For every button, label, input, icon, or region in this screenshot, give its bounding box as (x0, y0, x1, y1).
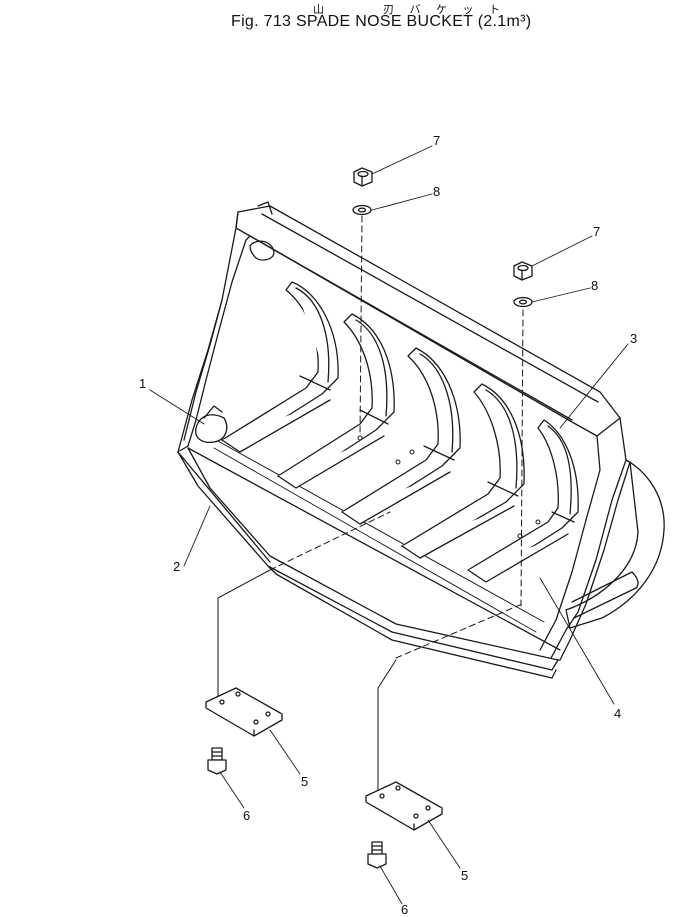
leader-paths (217, 569, 397, 793)
callout-8a: 8 (433, 184, 440, 199)
wear-plate-right (365, 781, 443, 831)
callout-5a: 5 (301, 774, 308, 789)
title-furigana-yama: 山 (313, 3, 330, 16)
leader-4 (539, 577, 615, 705)
callout-4: 4 (614, 706, 621, 721)
leader-path-plate-left (217, 569, 271, 701)
wear-plate-left (205, 687, 283, 737)
callout-5b: 5 (461, 868, 468, 883)
leader-6b (379, 865, 403, 905)
leader-5b (427, 819, 461, 869)
leader-8b (531, 287, 591, 303)
figure-title-block: 山 刃 バ ケ ッ ト Fig. 713 SPADE NOSE BUCKET (… (0, 0, 691, 40)
leader-7b (531, 235, 593, 267)
nut-right (513, 261, 533, 281)
tooth-adapters (221, 281, 579, 583)
washer-left (352, 204, 372, 216)
bucket-left-mounting-eye (249, 240, 275, 261)
callout-7a: 7 (433, 133, 440, 148)
callout-2: 2 (173, 559, 180, 574)
corner-protector (195, 405, 228, 444)
callout-1: 1 (139, 376, 146, 391)
tooth-adapter-1 (221, 281, 339, 453)
leader-7a (371, 145, 433, 175)
assembly-line-plate-right (395, 603, 523, 659)
leader-path-plate-right (377, 659, 397, 793)
leader-8a (371, 193, 433, 211)
washer-right (513, 296, 533, 308)
callout-3: 3 (630, 331, 637, 346)
assembly-line-plate-left (269, 511, 391, 571)
figure-title: Fig. 713 SPADE NOSE BUCKET (2.1m³) (231, 13, 532, 30)
callout-numbers: 1 2 3 4 5 5 6 6 7 7 8 8 (139, 133, 637, 917)
assembly-lines (269, 215, 524, 659)
callout-6b: 6 (401, 902, 408, 917)
leader-5a (269, 729, 301, 775)
bolt-holes (357, 435, 541, 539)
tooth-adapter-4 (401, 383, 525, 559)
bolt-left (207, 747, 227, 775)
tooth-adapter-2 (277, 313, 395, 489)
leader-6a (219, 771, 245, 809)
bucket-body (177, 201, 665, 679)
bucket-bottom-plate (177, 447, 559, 671)
title-furigana-habaketto: 刃 バ ケ ッ ト (383, 3, 506, 16)
callout-8b: 8 (591, 278, 598, 293)
bucket-right-side-gusset (565, 459, 665, 629)
callout-leaders (149, 145, 629, 905)
leader-1 (149, 389, 205, 425)
assembly-line-bolt-left-top (359, 215, 363, 437)
leader-2 (183, 505, 211, 567)
tooth-adapter-3 (341, 347, 461, 525)
bolt-right (367, 841, 387, 869)
leader-3 (559, 343, 629, 429)
callout-7b: 7 (593, 224, 600, 239)
nut-left (353, 167, 373, 187)
callout-6a: 6 (243, 808, 250, 823)
tooth-adapter-5 (467, 419, 579, 583)
